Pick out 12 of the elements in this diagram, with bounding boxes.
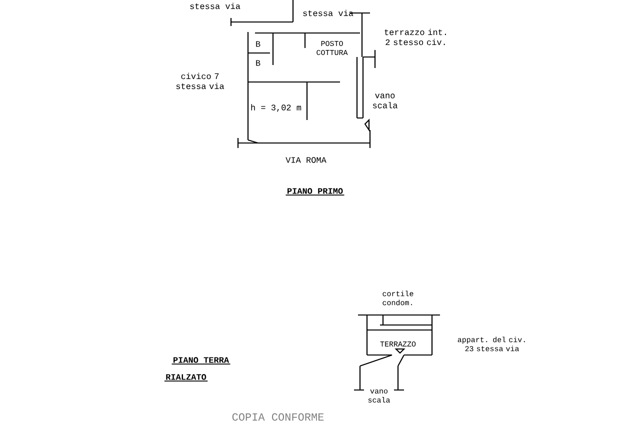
room-label: B	[256, 60, 260, 66]
neighbour-label: stessa via	[190, 2, 240, 10]
floor-title: RIALZATO	[164, 374, 208, 382]
stamp-text: COPIA CONFORME	[232, 413, 324, 421]
floor-title: PIANO TERRA	[171, 357, 231, 364]
room-label: B	[256, 41, 260, 47]
neighbour-label: terrazzo int. 2 stesso civ.	[384, 28, 446, 46]
room-label: vano scala	[372, 94, 398, 108]
neighbour-label: civico 7 stessa via	[176, 72, 224, 90]
floor-title: PIANO PRIMO	[285, 188, 345, 196]
height-label: h = 3,02 m	[251, 104, 302, 112]
street-label: VIA ROMA	[286, 157, 326, 163]
